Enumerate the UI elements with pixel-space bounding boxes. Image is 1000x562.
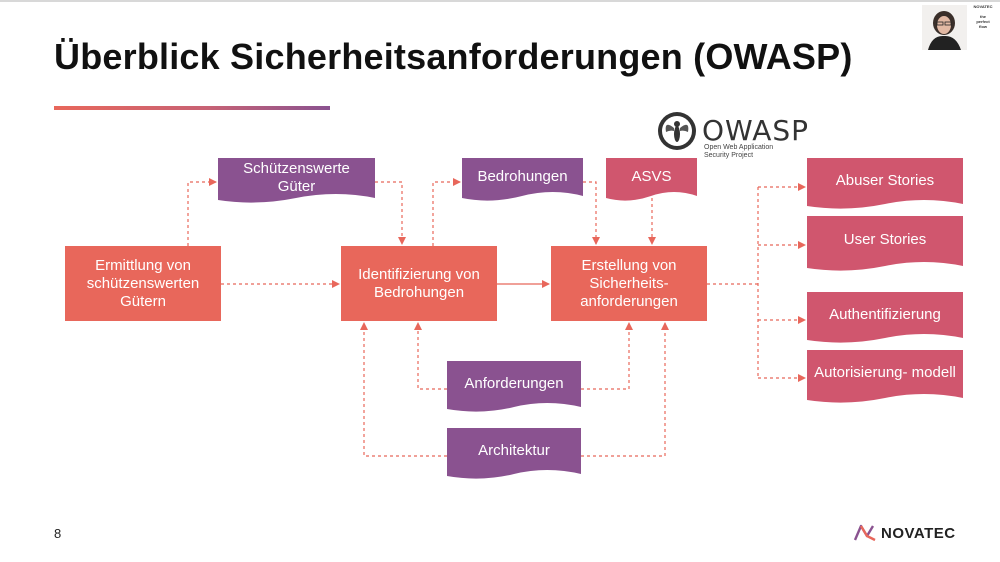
doc-user-stories-label: User Stories — [843, 231, 927, 248]
owasp-logo: OWASP Open Web Application Security Proj… — [656, 108, 810, 160]
owasp-subtitle-line-1: Open Web Application — [704, 144, 774, 151]
doc-schuetzenswerte-gueter-label: Schützenswerte Güter — [243, 160, 350, 195]
owasp-subtitle-line-2: Security Project — [704, 152, 754, 159]
novatec-wordmark: NOVATEC — [881, 525, 956, 542]
connector-anforderungen-to-erstellung — [581, 322, 633, 390]
novatec-logo: NOVATEC — [853, 522, 956, 546]
connector-ermittlung-to-gueter — [187, 178, 217, 246]
connector-architektur-to-erstellung — [581, 322, 669, 457]
doc-bedrohungen-label: Bedrohungen — [477, 168, 568, 185]
doc-user-stories: User Stories — [807, 216, 963, 274]
corner-tag-3: flow — [979, 24, 987, 29]
doc-abuser-stories-label: Abuser Stories — [835, 172, 935, 189]
connector-gueter-to-identifizierung — [375, 181, 406, 245]
top-divider — [0, 0, 1000, 2]
doc-architektur: Architektur — [447, 428, 581, 482]
novatec-mark-icon — [853, 524, 876, 542]
process-ermittlung: Ermittlung von schützenswerten Gütern — [65, 246, 221, 321]
title-accent-bar — [54, 106, 330, 110]
doc-anforderungen: Anforderungen — [447, 361, 581, 415]
owasp-wordmark: OWASP — [702, 114, 810, 147]
corner-tag-1: the — [980, 14, 986, 19]
doc-autorisierung-label: Autorisierung- modell — [814, 364, 956, 381]
doc-authentifizierung-label: Authentifizierung — [829, 306, 941, 323]
connector-anforderungen-to-identifizierung — [414, 322, 447, 390]
webcam-thumbnail — [922, 5, 967, 50]
owasp-wasp-icon — [658, 112, 696, 150]
doc-asvs-label: ASVS — [631, 168, 672, 185]
corner-brand: NOVATEC — [973, 4, 993, 9]
corner-tag-2: perfect — [976, 19, 990, 24]
doc-autorisierung: Autorisierung- modell — [807, 350, 963, 406]
presenter-avatar-icon — [922, 5, 967, 50]
doc-schuetzenswerte-gueter: Schützenswerte Güter — [218, 158, 375, 206]
doc-abuser-stories: Abuser Stories — [807, 158, 963, 212]
process-identifizierung-label: Identifizierung von Bedrohungen — [358, 265, 480, 301]
owasp-subtitle: Open Web Application Security Project — [704, 144, 773, 160]
doc-bedrohungen: Bedrohungen — [462, 158, 583, 204]
process-identifizierung: Identifizierung von Bedrohungen — [341, 246, 497, 321]
process-erstellung: Erstellung von Sicherheits- anforderunge… — [551, 246, 707, 321]
process-erstellung-label: Erstellung von Sicherheits- anforderunge… — [580, 256, 678, 310]
doc-authentifizierung: Authentifizierung — [807, 292, 963, 346]
doc-anforderungen-label: Anforderungen — [464, 375, 564, 392]
doc-asvs: ASVS — [606, 158, 697, 204]
connector-bedrohungen-to-erstellung — [583, 181, 600, 245]
connector-identifizierung-to-bedrohungen — [432, 178, 461, 246]
process-ermittlung-label: Ermittlung von schützenswerten Gütern — [86, 256, 200, 310]
doc-architektur-label: Architektur — [478, 442, 550, 459]
slide-title: Überblick Sicherheitsanforderungen (OWAS… — [54, 36, 853, 77]
corner-branding: NOVATEC the perfect flow — [970, 4, 996, 29]
page-number: 8 — [54, 526, 62, 541]
